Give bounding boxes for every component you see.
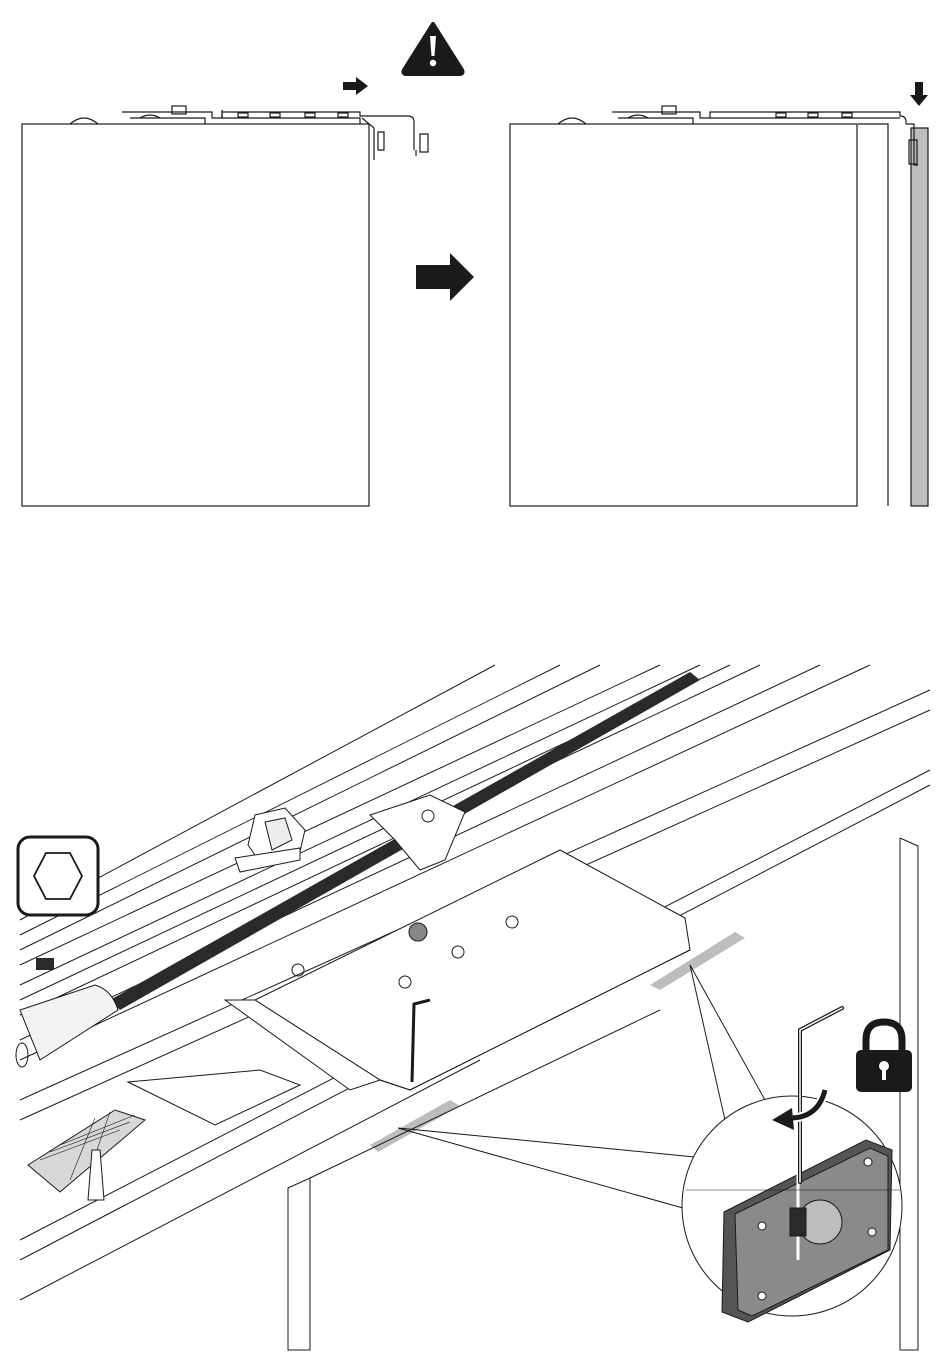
tape-mark-left [370, 1100, 460, 1152]
small-down-arrow-icon [910, 82, 928, 106]
hex-key-icon [18, 837, 98, 915]
rail-bracket [235, 808, 305, 872]
door-panel-before [22, 106, 428, 506]
right-arrow-icon [416, 253, 474, 301]
magnified-lock-detail [682, 1096, 902, 1322]
lower-arm-bracket [128, 1070, 300, 1125]
padlock-icon [856, 1022, 912, 1092]
cable-connector [36, 958, 54, 970]
warning-triangle-icon [403, 24, 462, 74]
door-panel-after [510, 106, 928, 506]
small-right-arrow-icon [343, 77, 368, 95]
mesh-panel [28, 1110, 145, 1200]
top-diagram [22, 24, 928, 506]
bottom-diagram [16, 665, 930, 1350]
carriage-plate [225, 850, 690, 1090]
